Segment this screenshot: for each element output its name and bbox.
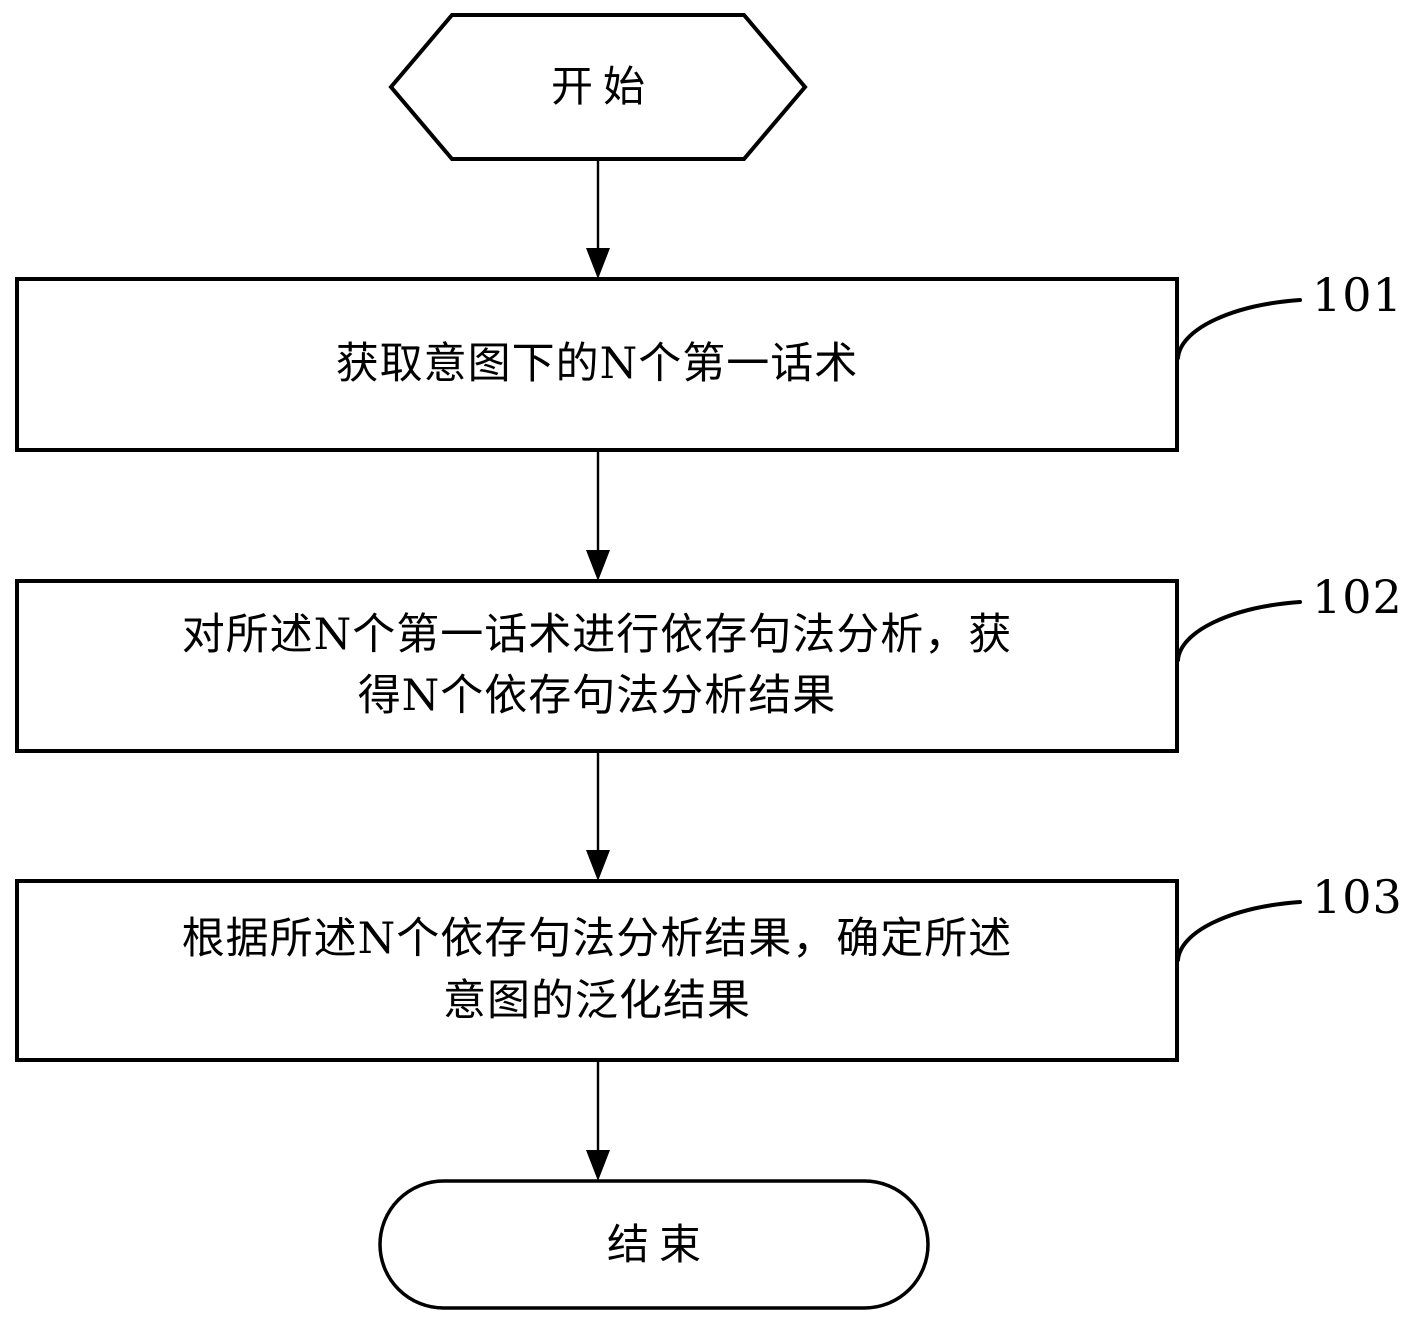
- edge-101-to-102: [586, 450, 610, 581]
- process-box-103-shape[interactable]: [15, 879, 1179, 1062]
- process-box-101-shape[interactable]: [15, 277, 1179, 452]
- leader-line-102: [1176, 600, 1302, 662]
- leader-line-103: [1176, 900, 1302, 962]
- reference-label-103: 103: [1312, 870, 1403, 924]
- reference-label-102: 102: [1312, 570, 1403, 624]
- edge-103-to-end: [586, 1060, 610, 1181]
- leader-line-101: [1176, 298, 1302, 360]
- edge-start-to-101-arrowhead: [586, 248, 610, 279]
- reference-label-101: 101: [1312, 268, 1403, 322]
- end-terminator-shape[interactable]: [378, 1179, 930, 1310]
- edge-102-to-103-arrowhead: [586, 850, 610, 881]
- edge-101-to-102-arrowhead: [586, 550, 610, 581]
- process-box-102-shape[interactable]: [15, 579, 1179, 753]
- edge-102-to-103: [586, 751, 610, 881]
- start-terminator-shape[interactable]: [388, 13, 808, 161]
- edge-103-to-end-arrowhead: [586, 1150, 610, 1181]
- edge-start-to-101: [586, 160, 610, 279]
